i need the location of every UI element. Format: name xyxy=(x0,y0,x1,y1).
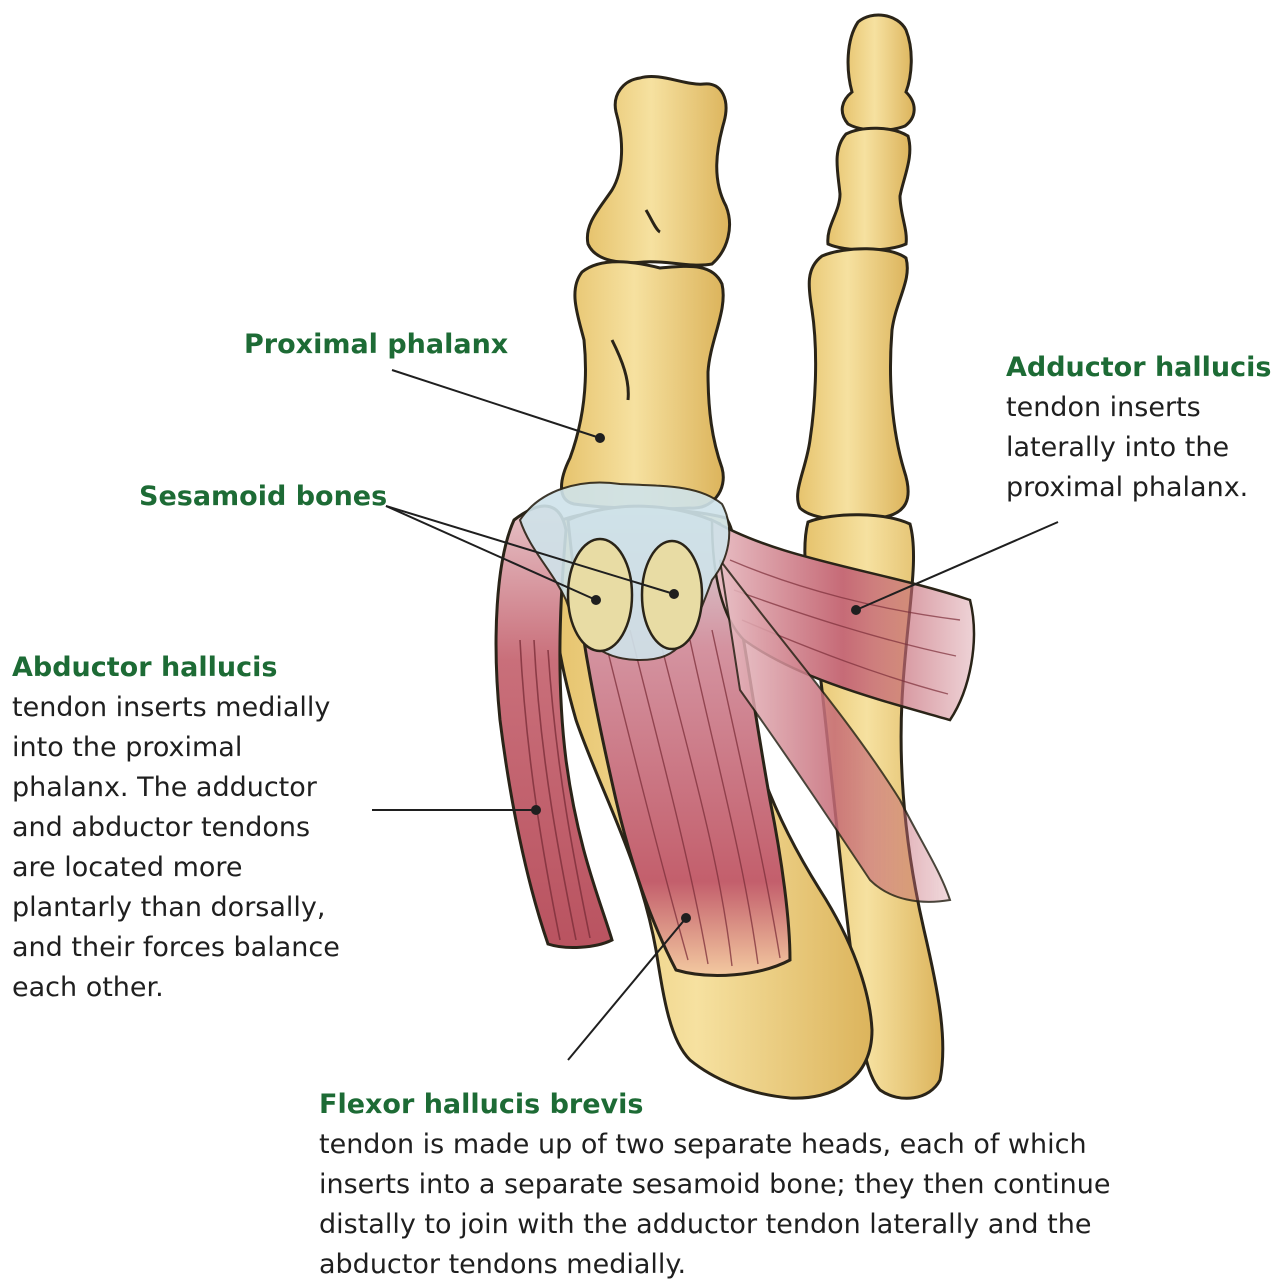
medial-sesamoid xyxy=(568,539,632,651)
adductor-pointer-dot xyxy=(851,605,861,615)
abductor-hallucis-label: Abductor hallucis tendon inserts mediall… xyxy=(12,648,372,1008)
second-toe-proximal-phalanx xyxy=(798,249,909,520)
flexor-hallucis-brevis-label: Flexor hallucis brevis tendon is made up… xyxy=(319,1085,1269,1285)
proximal-phalanx-pointer-dot xyxy=(595,433,605,443)
leader-proximal-phalanx xyxy=(392,370,600,438)
second-toe-distal-phalanx xyxy=(842,15,914,130)
flexor-hallucis-brevis-description: tendon is made up of two separate heads,… xyxy=(319,1125,1269,1285)
great-toe-distal-phalanx xyxy=(587,76,729,265)
abductor-pointer-dot xyxy=(531,805,541,815)
flexor-pointer-dot xyxy=(681,913,691,923)
abductor-hallucis-title: Abductor hallucis xyxy=(12,648,372,688)
abductor-hallucis-description: tendon inserts medially into the proxima… xyxy=(12,688,372,1008)
adductor-hallucis-description: tendon inserts laterally into the proxim… xyxy=(1006,388,1276,508)
proximal-phalanx-label: Proximal phalanx xyxy=(244,328,508,362)
great-toe-proximal-phalanx xyxy=(562,262,724,509)
second-toe-middle-phalanx xyxy=(828,128,910,250)
adductor-hallucis-label: Adductor hallucis tendon inserts lateral… xyxy=(1006,348,1276,508)
adductor-hallucis-title: Adductor hallucis xyxy=(1006,348,1276,388)
flexor-hallucis-brevis-title: Flexor hallucis brevis xyxy=(319,1085,1269,1125)
sesamoid-bones-label: Sesamoid bones xyxy=(139,480,387,514)
